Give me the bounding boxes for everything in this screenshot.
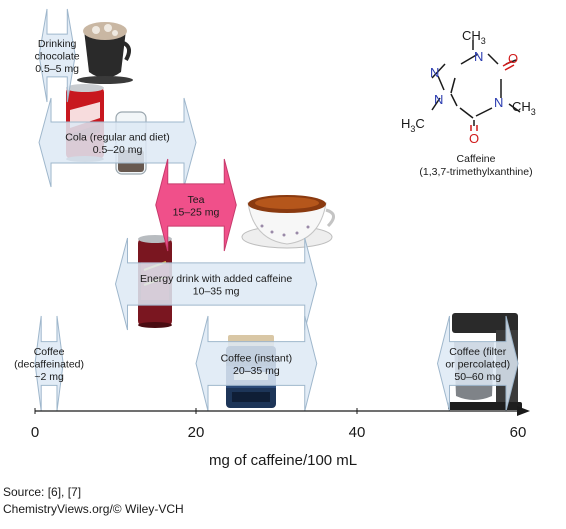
cola-label-line: 0.5–20 mg — [93, 144, 143, 156]
methyl-top-label: CH3 — [462, 28, 486, 46]
nitrogen-label: N — [434, 92, 443, 107]
drinking-chocolate-label-line: 0.5–5 mg — [35, 63, 79, 75]
coffee-decaf-range-arrow — [34, 315, 64, 412]
energy-drink-label-line: Energy drink with added caffeine — [140, 273, 292, 285]
coffee-decaf-label-line: ~2 mg — [34, 371, 64, 383]
x-axis-arrowhead — [517, 406, 530, 416]
nitrogen-label: N — [494, 95, 503, 110]
tea-label-line: Tea — [188, 194, 205, 206]
tea-cup-icon — [241, 195, 335, 249]
oxygen-label: O — [508, 51, 518, 66]
coffee-instant-label-line: Coffee (instant) — [221, 352, 293, 364]
coffee-instant-range: Coffee (instant)20–35 mg — [195, 315, 318, 412]
x-axis-ticks: 0 20 40 60 — [31, 408, 527, 441]
source-note: Source: [6], [7] — [3, 485, 81, 499]
nitrogen-label: N — [474, 49, 483, 64]
coffee-decaf-label-line: Coffee — [34, 346, 65, 358]
caffeine-structure: CH3 H3C CH3 N N N N O O Caffeine (1,3,7-… — [401, 28, 536, 178]
x-tick-label: 0 — [31, 424, 39, 441]
energy-drink-range-arrow — [114, 237, 318, 331]
tea-range-arrow — [155, 158, 237, 252]
cola-range: Cola (regular and diet)0.5–20 mg — [38, 97, 197, 188]
coffee-filter-label-line: Coffee (filter — [449, 346, 506, 358]
cola-label-line: Cola (regular and diet) — [65, 131, 169, 143]
tea-label-line: 15–25 mg — [173, 206, 220, 218]
methyl-right-label: CH3 — [512, 99, 536, 117]
x-tick-label: 60 — [510, 424, 527, 441]
methyl-left-label: H3C — [401, 116, 425, 134]
x-tick-label: 40 — [349, 424, 366, 441]
coffee-filter-range-arrow — [436, 315, 519, 412]
cocoa-cup-icon — [77, 22, 133, 84]
drinking-chocolate-label-line: Drinking — [38, 38, 77, 50]
coffee-decaf-range: Coffee(decaffeinated)~2 mg — [14, 315, 84, 412]
coffee-instant-label-line: 20–35 mg — [233, 365, 280, 377]
cola-range-arrow — [38, 97, 197, 188]
coffee-filter-label-line: 50–60 mg — [454, 371, 501, 383]
coffee-instant-range-arrow — [195, 315, 318, 412]
energy-drink-label-line: 10–35 mg — [193, 285, 240, 297]
x-axis-label: mg of caffeine/100 mL — [209, 452, 357, 469]
copyright-credit: ChemistryViews.org/© Wiley-VCH — [3, 502, 184, 516]
coffee-filter-label-line: or percolated) — [445, 359, 510, 371]
coffee-decaf-label-line: (decaffeinated) — [14, 359, 84, 371]
drinking-chocolate-label-line: chocolate — [35, 51, 80, 63]
molecule-name: Caffeine — [457, 153, 496, 165]
nitrogen-label: N — [430, 65, 439, 80]
oxygen-label: O — [469, 131, 479, 146]
molecule-iupac-name: (1,3,7-trimethylxanthine) — [419, 166, 532, 178]
x-tick-label: 20 — [188, 424, 205, 441]
drinking-chocolate-range-arrow — [38, 8, 76, 103]
